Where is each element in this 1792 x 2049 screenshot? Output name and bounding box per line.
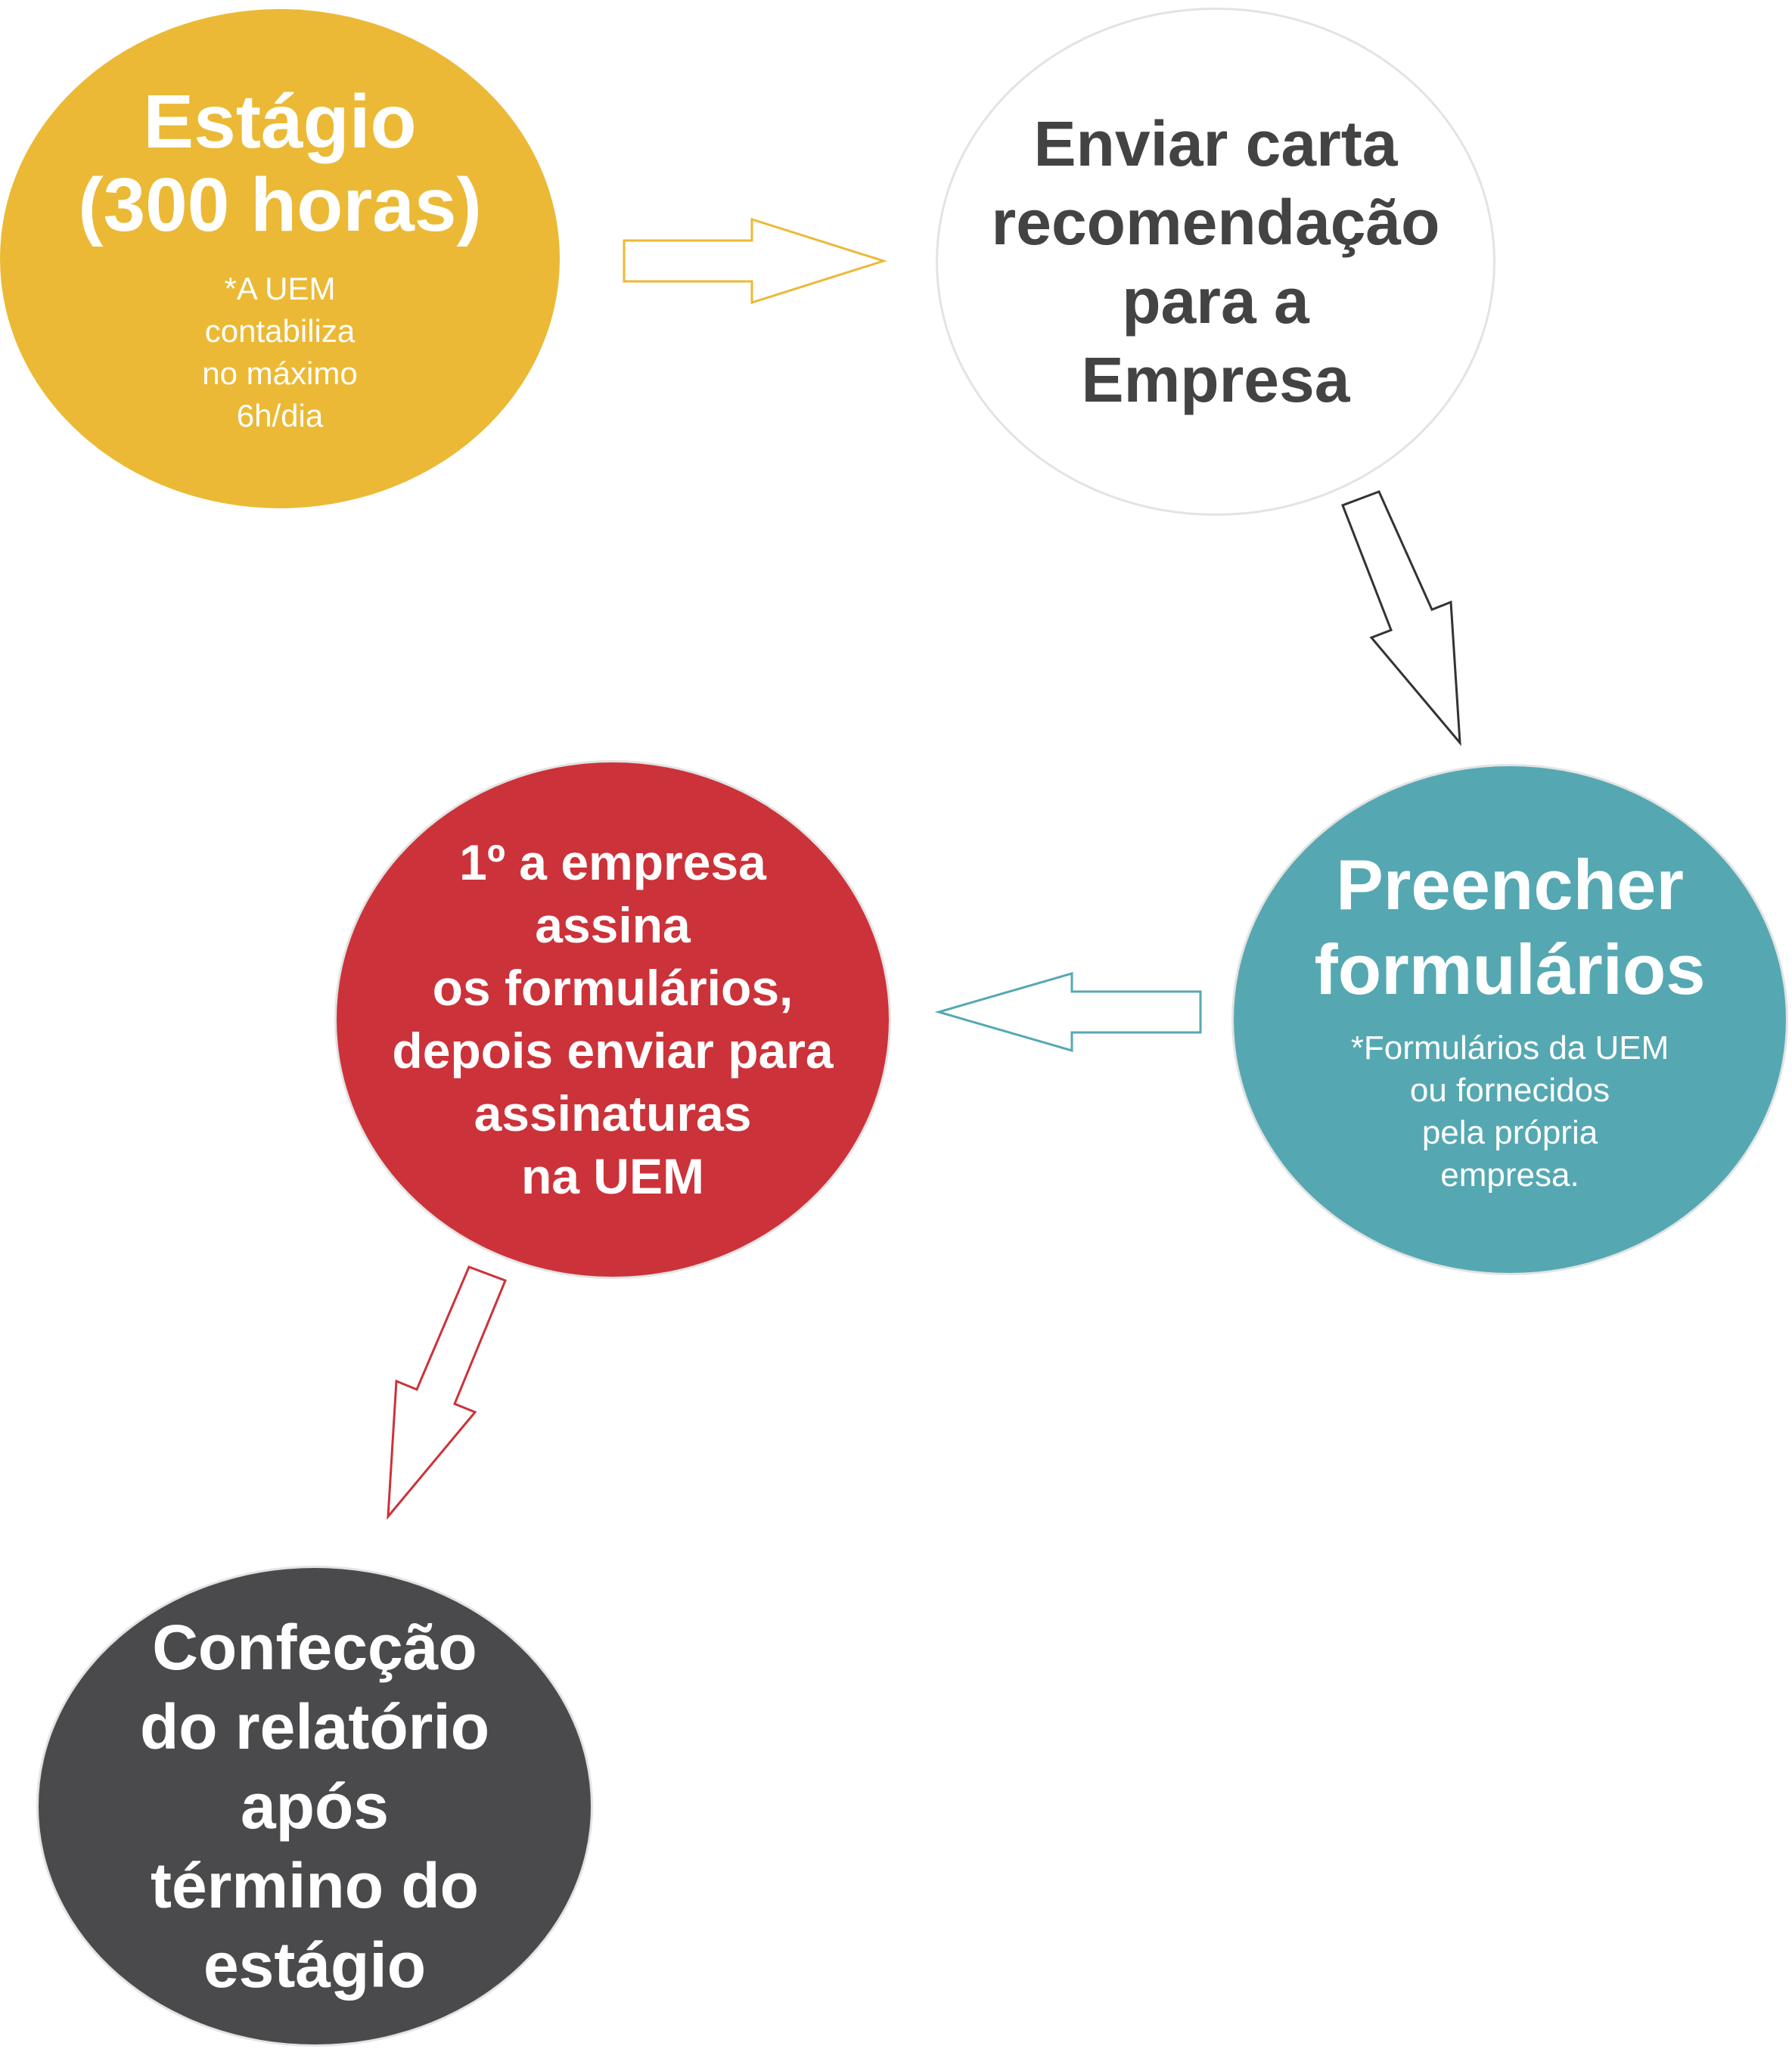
step-relatorio-node: Confecção do relatório após término do e… <box>36 1566 593 2047</box>
step-estagio-title: Estágio (300 horas) <box>78 79 482 247</box>
step-carta-node: Enviar carta recomendação para a Empresa <box>936 8 1495 516</box>
step-carta-title: Enviar carta recomendação para a Empresa <box>991 108 1440 415</box>
step-preencher-node: Preencher formulários *Formulários da UE… <box>1231 764 1788 1275</box>
step-empresa-title: 1º a empresa assina os formulários, depo… <box>392 834 834 1204</box>
step-estagio-note: *A UEM contabiliza no máximo 6h/dia <box>202 271 358 433</box>
arrow-carta-to-preencher <box>1341 490 1461 747</box>
arrow-empresa-to-relatorio <box>387 1265 507 1520</box>
step-empresa-node: 1º a empresa assina os formulários, depo… <box>334 760 891 1279</box>
step-preencher-note: *Formulários da UEM ou fornecidos pela p… <box>1350 1029 1669 1194</box>
arrow-estagio-to-carta <box>623 217 887 305</box>
arrow-preencher-to-empresa <box>934 972 1202 1052</box>
step-relatorio-title: Confecção do relatório após término do e… <box>139 1611 490 2001</box>
step-preencher-title: Preencher formulários <box>1314 845 1706 1009</box>
step-estagio-node: Estágio (300 horas) *A UEM contabiliza n… <box>0 9 560 508</box>
